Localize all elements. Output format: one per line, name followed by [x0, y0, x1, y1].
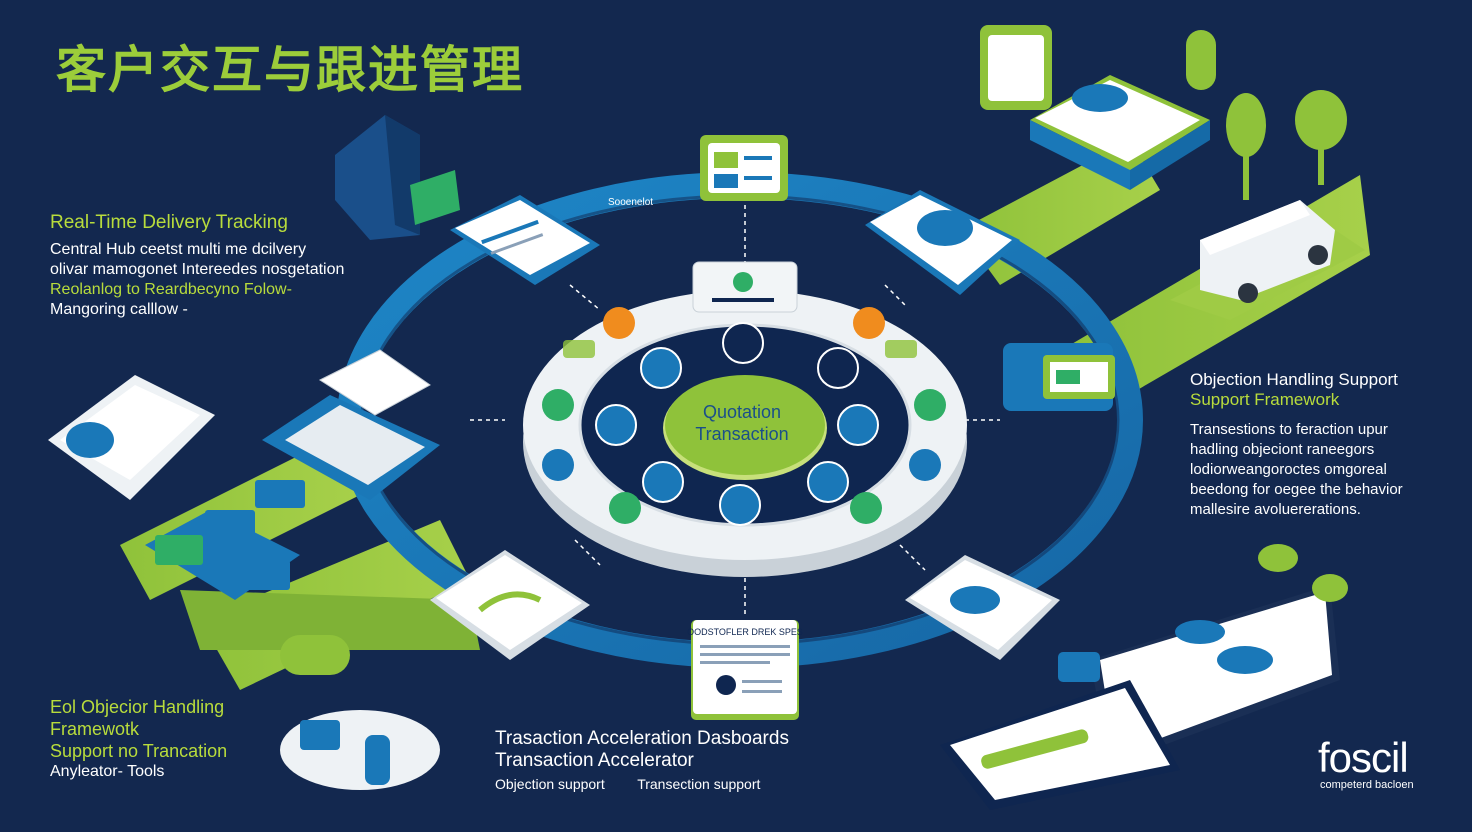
objection-handling-line-2: hadling objeciont raneegors — [1190, 441, 1375, 458]
outer-ring-icons — [542, 307, 946, 524]
delivery-van — [1200, 200, 1335, 303]
checklist-icon — [719, 484, 761, 526]
delivery-tracking-block: Real-Time Delivery Tracking Central Hub … — [50, 212, 344, 320]
people-icon — [563, 340, 595, 358]
framework-heading-2: Framewotk — [50, 719, 140, 739]
dashboards-heading: Trasaction Acceleration Dasboards — [495, 728, 789, 749]
center-hub — [663, 375, 827, 480]
document-icon — [914, 389, 946, 421]
check-icon — [909, 449, 941, 481]
people-icon — [542, 389, 574, 421]
bottom-card — [691, 620, 799, 720]
dashboards-block: Trasaction Acceleration Dasboards Transa… — [495, 728, 789, 794]
objection-handling-line-4: beedong for oegee the behavior — [1190, 481, 1403, 498]
delivery-tracking-line-2: olivar mamogonet Intereedes nosgetation — [50, 261, 345, 278]
dashboards-subheading: Transaction Accelerator — [495, 750, 694, 771]
chat-icon-outer — [850, 492, 882, 524]
inner-ring-icons — [595, 322, 879, 526]
top-left-structure — [335, 115, 460, 240]
graph-icon — [595, 404, 637, 446]
truck-icon — [609, 492, 641, 524]
decorative-leaves — [1258, 544, 1348, 602]
delivery-tracking-highlight: Reolanlog to Reardbecyno Folow- — [50, 281, 292, 298]
framework-heading-1: Eol Objecior Handling — [50, 697, 225, 717]
ring-card-right — [1003, 343, 1115, 411]
chart-icon — [603, 307, 635, 339]
delivery-tracking-line-3: Mangoring calllow - — [50, 301, 188, 318]
bottom-left-device — [280, 635, 440, 790]
framework-heading-3: Support no Trancation — [50, 741, 228, 761]
inner-top-card — [692, 261, 798, 313]
center-hub-line2: Transaction — [695, 424, 788, 444]
alert-icon — [853, 307, 885, 339]
dashboards-sub-2: Transection support — [637, 776, 761, 792]
ring-card-left — [262, 349, 440, 500]
globe-icon — [542, 449, 574, 481]
handshake-icon — [722, 322, 764, 364]
chat-icon — [807, 461, 849, 503]
framework-block: Eol Objecior Handling Framewotk Support … — [50, 696, 227, 782]
center-hub-line1: Quotation — [703, 402, 781, 422]
ring-card-bottom-left — [430, 550, 590, 660]
page-title: 客户交互与跟进管理 — [56, 41, 524, 99]
objection-handling-line-5: mallesire avoluererations. — [1190, 501, 1361, 518]
trees — [1226, 90, 1347, 200]
left-card-stack — [145, 480, 305, 600]
target-icon — [817, 347, 859, 389]
top-right-device — [980, 25, 1216, 190]
bottom-right-tablet — [1090, 585, 1340, 765]
brand-logo: foscil — [1318, 734, 1409, 781]
left-tablet — [48, 375, 215, 500]
gear-icon — [642, 461, 684, 503]
objection-handling-line-3: lodiorweangoroctes omgoreal — [1190, 461, 1387, 478]
document-icon — [885, 340, 917, 358]
framework-tools: Anyleator- Tools — [50, 763, 165, 780]
delivery-tracking-heading: Real-Time Delivery Tracking — [50, 212, 288, 233]
dashboards-sub-1: Objection support — [495, 776, 605, 792]
delivery-tracking-line-1: Central Hub ceetst multi me dcilvery — [50, 241, 307, 258]
objection-handling-subheading: Support Framework — [1190, 390, 1340, 409]
people-icon — [640, 347, 682, 389]
objection-handling-heading: Objection Handling Support — [1190, 370, 1398, 389]
brand-tagline: competerd bacloen — [1320, 779, 1414, 791]
ring-card-top-left — [450, 195, 600, 285]
top-card — [700, 135, 788, 201]
connector-lines — [470, 205, 1000, 615]
bottom-card-header: OODSTOFLER DREK SPES — [687, 627, 803, 637]
map-pin-icon — [1186, 30, 1216, 90]
money-icon — [837, 404, 879, 446]
objection-handling-line-1: Transestions to feraction upur — [1190, 421, 1388, 438]
top-left-card-label: Sooenelot — [608, 197, 653, 208]
ring-card-bottom-right — [905, 555, 1060, 660]
bottom-right-phone — [940, 652, 1180, 810]
ring-card-top-right — [865, 190, 1020, 295]
objection-handling-block: Objection Handling Support Support Frame… — [1190, 370, 1403, 520]
